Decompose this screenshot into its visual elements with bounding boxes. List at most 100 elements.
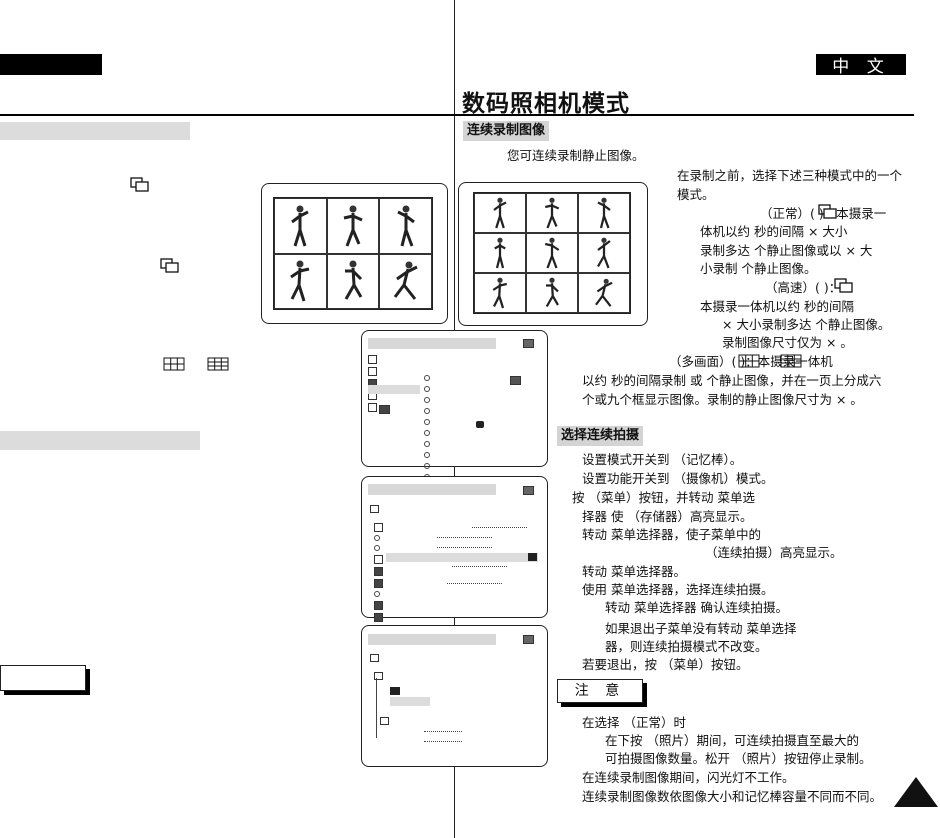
step-text: 转动 菜单选择器。 — [582, 564, 686, 579]
mode-text: 模式。 — [677, 187, 715, 202]
continuous-icon — [818, 204, 837, 219]
menu-dotted-leader — [452, 566, 507, 567]
menu-header-bar — [368, 338, 496, 349]
left-section-bar-1 — [0, 122, 190, 140]
six-frame-panel — [261, 183, 448, 324]
mode-text: 个或九个框显示图像。录制的静止图像尺寸为 × 。 — [582, 392, 863, 407]
folder-icon — [380, 717, 389, 725]
frame-9 — [578, 273, 630, 313]
frame-2 — [526, 193, 578, 233]
section-title-continuous: 连续录制图像 — [463, 121, 550, 141]
mode-text: × 大小录制多达 个静止图像。 — [722, 317, 891, 332]
frame-2 — [326, 198, 380, 254]
note-label: 注 意 — [557, 679, 643, 703]
baseball-player-icon — [492, 277, 507, 309]
menu-tree-line — [376, 678, 377, 738]
menu-dotted-leader — [437, 547, 492, 548]
continuous-icon — [130, 177, 149, 192]
camera-icon — [476, 421, 484, 428]
intro-text: 您可连续录制静止图像。 — [507, 148, 645, 163]
multi-screen-icon — [207, 357, 229, 371]
menu-dotted-leader — [447, 583, 502, 584]
multi-screen-icon — [738, 354, 760, 368]
folder-icon — [370, 654, 379, 662]
six-frame-grid — [273, 197, 433, 310]
note-text: 连续录制图像数依图像大小和记忆棒容量不同而不同。 — [582, 789, 883, 804]
mode-text: 体机以约 秒的间隔 × 大小 — [700, 224, 848, 239]
step-text: 设置功能开关到 （摄像机）模式。 — [582, 471, 774, 486]
mode-text: 在录制之前，选择下述三种模式中的一个 — [677, 168, 903, 183]
memory-icon — [528, 553, 537, 561]
baseball-player-icon — [597, 197, 611, 229]
folder-icon — [374, 672, 383, 680]
menu-highlight-row — [386, 553, 538, 562]
step-text: 转动 菜单选择器，使子菜单中的 — [582, 527, 761, 542]
frame-3 — [578, 193, 630, 233]
menu-header-bar — [368, 484, 496, 495]
frame-8 — [526, 273, 578, 313]
frame-1 — [274, 198, 327, 254]
frame-6 — [379, 253, 432, 309]
memory-icon — [390, 687, 400, 695]
memory-icon — [523, 339, 534, 348]
step-text: 若要退出，按 （菜单）按钮。 — [582, 657, 749, 672]
menu-icon-column — [374, 523, 384, 622]
mode-text: 本摄录一体机以约 秒的间隔 — [700, 299, 854, 314]
continuous-icon — [834, 278, 853, 293]
left-section-bar-2 — [0, 431, 200, 450]
step-text: （连续拍摄）高亮显示。 — [705, 545, 843, 560]
nine-frame-panel — [458, 182, 648, 326]
step-text: 器，则连续拍摄模式不改变。 — [605, 639, 768, 654]
menu-screen-2 — [361, 476, 548, 622]
section-title-select: 选择连续拍摄 — [557, 426, 644, 446]
menu-icon-column — [368, 355, 378, 415]
frame-5 — [526, 233, 578, 273]
frame-4 — [474, 233, 526, 273]
note-text: 可拍摄图像数量。松开 （照片）按钮停止录制。 — [605, 751, 872, 766]
step-text: 设置模式开关到 （记忆棒）。 — [582, 452, 743, 467]
menu-submenu-icon — [379, 405, 390, 414]
multi-screen-icon — [163, 357, 185, 371]
page-title: 数码照相机模式 — [462, 91, 630, 117]
title-rule-left — [0, 114, 454, 116]
step-text: 择器 使 （存储器）高亮显示。 — [582, 509, 753, 524]
memory-icon — [523, 486, 534, 495]
mode-text: 录制图像尺寸仅为 × 。 — [722, 335, 853, 350]
frame-6 — [578, 233, 630, 273]
frame-1 — [474, 193, 526, 233]
note-text: 在选择 （正常）时 — [582, 715, 686, 730]
menu-dotted-leader — [424, 741, 462, 742]
frame-4 — [274, 253, 327, 309]
menu-header-bar — [368, 634, 496, 645]
baseball-player-icon — [396, 205, 415, 247]
baseball-player-icon — [344, 260, 363, 300]
baseball-player-icon — [545, 197, 560, 229]
continuous-icon — [160, 258, 179, 273]
menu-dot-column — [424, 375, 430, 480]
baseball-player-icon — [291, 205, 309, 247]
page-triangle-icon — [894, 777, 938, 807]
step-text: 使用 菜单选择器，选择连续拍摄。 — [582, 582, 774, 597]
menu-dotted-leader — [437, 537, 492, 538]
step-text: 转动 菜单选择器 确认连续拍摄。 — [605, 600, 788, 615]
nine-frame-grid — [473, 192, 631, 314]
baseball-player-icon — [493, 197, 507, 229]
note-text: 在连续录制图像期间，闪光灯不工作。 — [582, 770, 795, 785]
baseball-player-icon — [597, 237, 611, 269]
multi-screen-icon — [780, 354, 802, 368]
left-note-box — [0, 665, 86, 691]
menu-screen-1 — [361, 330, 548, 480]
menu-dotted-leader — [424, 731, 462, 732]
frame-7 — [474, 273, 526, 313]
mode-text: （高速）( )： — [765, 280, 842, 295]
folder-icon — [370, 505, 379, 513]
menu-highlight-row — [368, 385, 420, 394]
frame-3 — [379, 198, 432, 254]
step-text: 如果退出子菜单没有转动 菜单选择 — [605, 621, 797, 636]
baseball-player-icon — [393, 261, 418, 301]
language-tab-chinese: 中 文 — [816, 54, 906, 77]
memory-icon — [510, 376, 521, 385]
menu-highlight-row — [390, 697, 430, 706]
baseball-player-icon — [343, 205, 363, 247]
menu-dotted-leader — [472, 527, 527, 528]
